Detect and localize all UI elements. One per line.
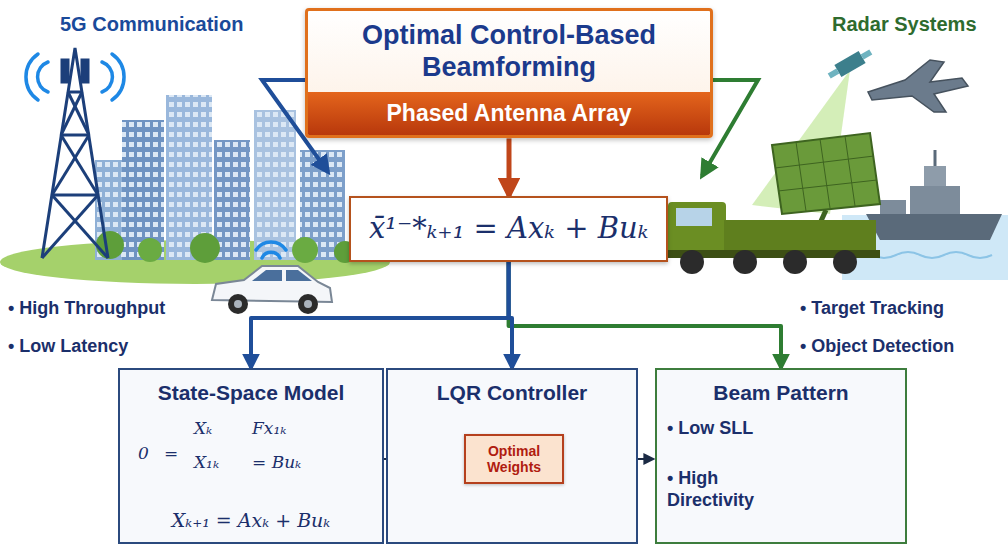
bullet-text: • Low SLL <box>667 418 785 440</box>
section-title: 5G Communication <box>60 12 243 36</box>
flow-arrow <box>507 138 512 196</box>
box-heading: Beam Pattern <box>657 370 905 405</box>
pattern-box: Beam Pattern • Low SLL • High Directivity <box>655 368 907 544</box>
title-text: Optimal Control-Based Beamforming <box>308 11 710 92</box>
matrix-entry: X₁ₖ <box>194 452 219 472</box>
matrix-entry: Fx₁ₖ <box>252 418 286 438</box>
signal-waves <box>26 54 286 258</box>
equation-box: x̄¹⁻*ₖ₊₁ = Axₖ + Buₖ <box>349 196 668 262</box>
weights-text: Optimal Weights <box>466 441 562 477</box>
title-box: Optimal Control-Based BeamformingPhased … <box>305 8 713 138</box>
cell-tower <box>42 48 108 258</box>
bullet-text: • Target Tracking <box>800 298 944 320</box>
matrix-entry: 0 <box>138 443 149 463</box>
radar-scene <box>664 46 1008 280</box>
bullet-text: • Low Latency <box>8 336 128 358</box>
model-box: State-Space ModelXₖ₊₁ = Axₖ + Buₖ <box>118 368 384 544</box>
equation-text: x̄¹⁻*ₖ₊₁ = Axₖ + Buₖ <box>369 210 648 248</box>
controller-box: LQR ControllerOptimal Weights <box>386 368 638 544</box>
band-text: Phased Antenna Array <box>308 92 710 136</box>
state-equation: Xₖ₊₁ = Axₖ + Buₖ <box>120 509 382 532</box>
box-heading: State-Space Model <box>120 370 382 405</box>
flow-arrow <box>509 262 781 368</box>
box-heading: LQR Controller <box>388 370 636 405</box>
matrix-entry: = Buₖ <box>252 452 301 472</box>
car <box>212 266 332 314</box>
bullet-text: • High Throughput <box>8 298 165 320</box>
bullet-text: • High Directivity <box>667 468 785 511</box>
bullet-text: • Object Detection <box>800 336 954 358</box>
section-title: Radar Systems <box>832 12 977 36</box>
matrix-sign: = <box>164 443 178 463</box>
flow-arrow <box>251 262 509 368</box>
weights-box: Optimal Weights <box>464 434 564 484</box>
matrix-entry: Xₖ <box>194 418 212 438</box>
